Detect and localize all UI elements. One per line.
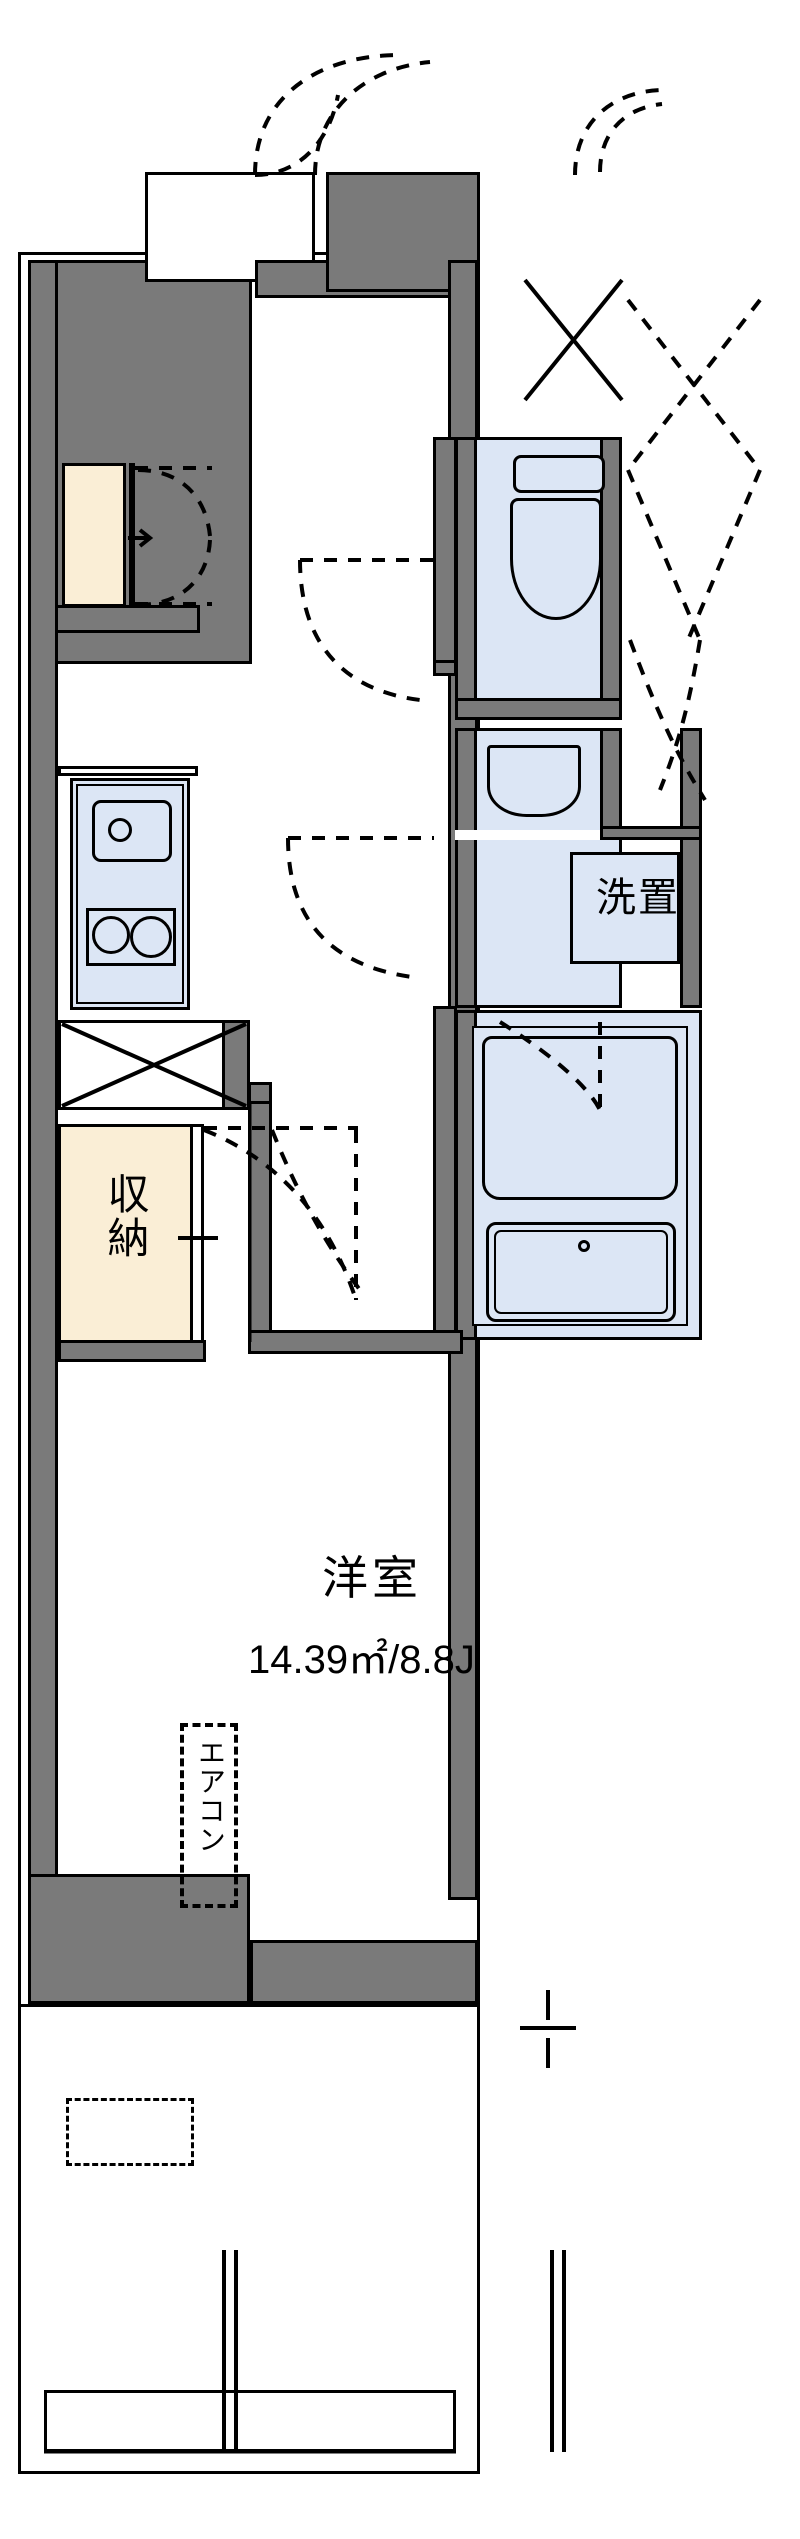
toilet-bottom-wall [455,698,622,720]
washroom-left-wall [455,728,477,1008]
room-divider-wall-top [248,1330,463,1354]
washer-space-label: 洗置 [596,876,680,920]
hall-partition-wall-lower [433,1006,457,1342]
wall-stub-b [248,1082,272,1104]
wall-stub-a [433,660,457,676]
toilet-tank-icon [513,455,605,493]
washroom-divider [455,830,622,840]
kitchen-counter-edge [58,766,198,776]
toilet-bowl-icon [510,498,602,620]
balcony-storage-box [66,2098,194,2166]
entrance-floor [129,463,135,607]
left-exterior-wall [28,260,58,1900]
hall-partition-wall [433,437,457,669]
closet-label: 収納 [102,1172,149,1260]
bathtub-drain-icon [578,1240,590,1252]
washer-space-box [570,852,680,964]
balcony-rail [44,2390,456,2452]
bathtub-inner-icon [494,1230,668,1314]
entrance-tataki [62,463,126,607]
kitchen-faucet-icon [108,818,132,842]
stove-burner-left-icon [92,916,130,954]
washbasin-icon [487,745,581,817]
aircon-label: エアコン [195,1738,226,1854]
shower-floor-icon [482,1036,678,1200]
bottom-wall-left [28,1874,250,2004]
main-room-area: 14.39㎡/8.8J [248,1638,475,1682]
closet-bottom-wall [58,1340,206,1362]
washroom-top-wall [600,826,702,840]
closet-floor [58,1124,198,1352]
washroom-outer-wall [680,728,702,1008]
aircon-box [180,1723,238,1908]
kitchen-sink-icon [92,800,172,862]
closet-right-wall [222,1020,250,1110]
bottom-wall-right [250,1940,478,2004]
stove-burner-right-icon [130,916,172,958]
main-room-name: 洋室 [322,1552,422,1604]
